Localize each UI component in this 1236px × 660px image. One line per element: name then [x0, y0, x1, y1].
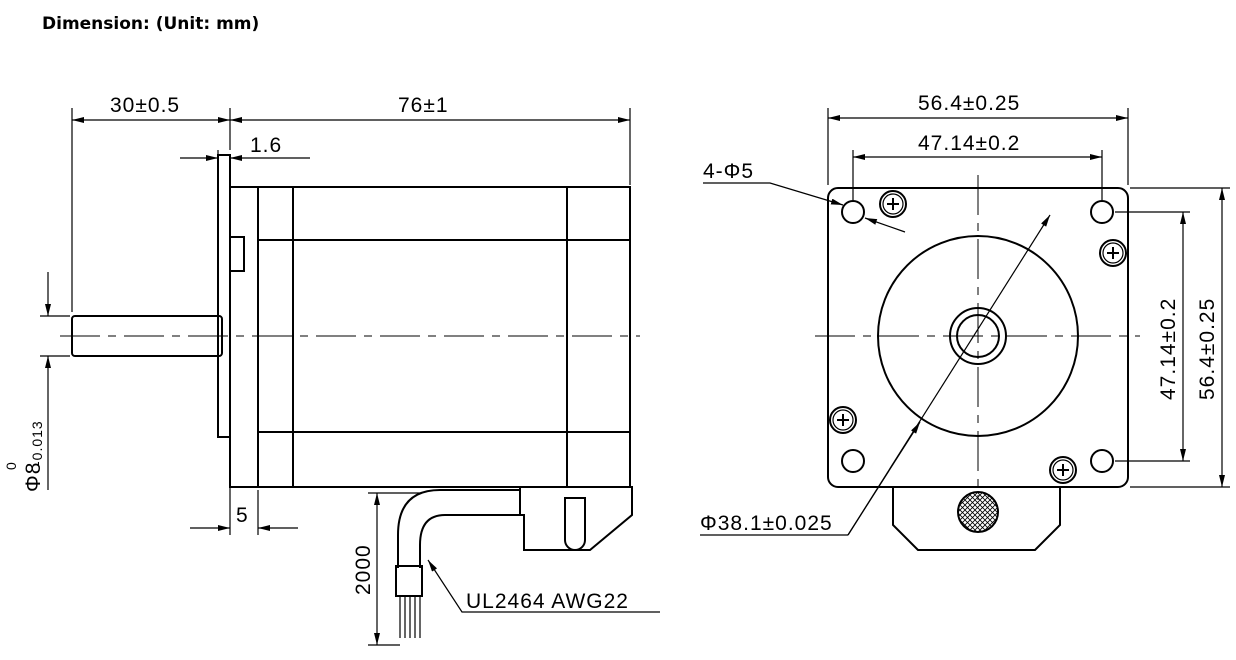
dim-shaft-diameter: Φ8 0 -0.013 [3, 420, 45, 492]
screw-icons [829, 190, 1127, 484]
motor-body [229, 186, 631, 488]
cable-spec-label: UL2464 AWG22 [466, 590, 629, 613]
cable-connector [519, 486, 633, 551]
dim-cable-length: 2000 [352, 544, 375, 595]
svg-text:0: 0 [3, 461, 19, 470]
cable [397, 489, 520, 568]
dim-body-length: 76±1 [398, 94, 449, 117]
dim-frame-width: 56.4±0.25 [918, 92, 1020, 115]
flange-boss [230, 236, 245, 272]
side-view: 30±0.5 76±1 1.6 5 Φ8 0 -0.013 2000 UL246… [3, 94, 660, 646]
front-view: 56.4±0.25 47.14±0.2 47.14±0.2 56.4±0.25 … [700, 92, 1230, 551]
mounting-holes [841, 200, 1114, 473]
drawing-title: Dimension: (Unit: mm) [42, 14, 260, 34]
dim-boss-length: 5 [236, 504, 249, 527]
svg-text:Φ8: Φ8 [22, 462, 45, 492]
dim-flange-thickness: 1.6 [250, 134, 282, 157]
dim-pilot-diameter: Φ38.1±0.025 [700, 512, 833, 535]
connector-housing [892, 487, 1061, 551]
dim-shaft-length: 30±0.5 [110, 94, 180, 117]
svg-text:-0.013: -0.013 [29, 420, 45, 466]
dim-mounting-holes: 4-Φ5 [703, 160, 754, 183]
dim-frame-height: 56.4±0.25 [1196, 298, 1219, 400]
flange [217, 154, 231, 438]
dim-hole-spacing: 47.14±0.2 [918, 132, 1020, 155]
dim-hole-spacing-vertical: 47.14±0.2 [1157, 298, 1180, 400]
